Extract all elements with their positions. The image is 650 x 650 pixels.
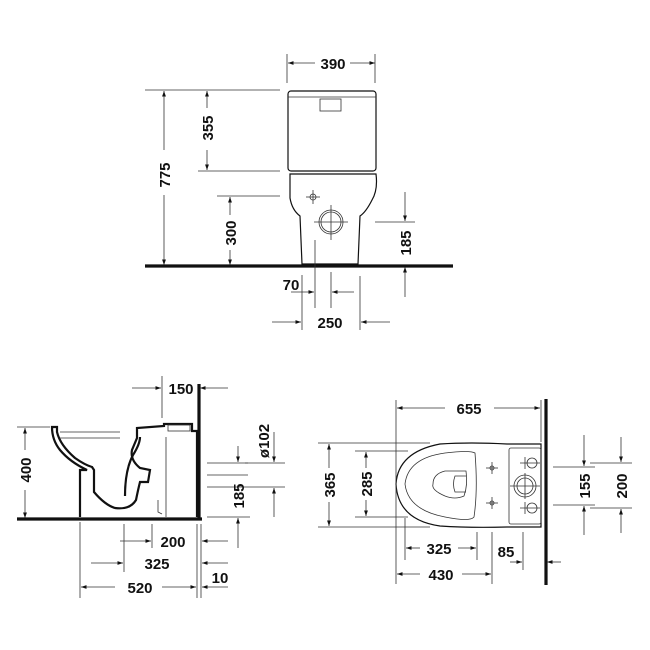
dim-10: 10 bbox=[212, 570, 229, 587]
bowl-top-outline bbox=[395, 442, 542, 528]
bowl-side-outline bbox=[50, 422, 199, 517]
cistern-top-outline bbox=[508, 447, 542, 525]
bowl-front-outline bbox=[289, 173, 378, 265]
fixing-crosshair-icon bbox=[306, 190, 320, 204]
dim-300: 300 bbox=[223, 220, 240, 245]
dim-200-top: 200 bbox=[614, 473, 631, 498]
inlet-circle-icon bbox=[520, 457, 540, 514]
front-view: 390 775 355 300 185 70 250 bbox=[145, 54, 453, 332]
bowl-opening bbox=[432, 470, 468, 499]
dim-520: 520 bbox=[127, 580, 152, 597]
dim-325-side: 325 bbox=[144, 556, 169, 573]
dim-775: 775 bbox=[157, 162, 174, 187]
outlet-circle-icon bbox=[314, 205, 348, 240]
top-view: 655 365 285 155 200 325 bbox=[318, 399, 632, 585]
dim-200-side: 200 bbox=[160, 534, 185, 551]
outlet-circle-icon bbox=[510, 473, 540, 499]
dim-185-side: 185 bbox=[231, 483, 248, 508]
trap-line bbox=[123, 436, 142, 497]
dim-150: 150 bbox=[168, 381, 193, 398]
dim-400: 400 bbox=[18, 457, 35, 482]
flush-button-icon bbox=[319, 98, 342, 112]
dim-d102: ø102 bbox=[256, 424, 273, 458]
dim-355: 355 bbox=[200, 115, 217, 140]
dim-655: 655 bbox=[456, 401, 481, 418]
dim-390: 390 bbox=[320, 56, 345, 73]
dim-155: 155 bbox=[577, 473, 594, 498]
dim-430: 430 bbox=[428, 567, 453, 584]
dim-365: 365 bbox=[322, 472, 339, 497]
dim-185-front: 185 bbox=[398, 230, 415, 255]
fixing-crosshair-icon bbox=[486, 462, 498, 509]
cistern-outline bbox=[287, 90, 377, 172]
side-view: 150 400 ø102 185 200 325 bbox=[17, 376, 285, 598]
dim-70: 70 bbox=[283, 277, 300, 294]
dim-85: 85 bbox=[498, 544, 515, 561]
water-inlet-icon bbox=[157, 500, 163, 515]
dim-250: 250 bbox=[317, 315, 342, 332]
dim-325-top: 325 bbox=[426, 541, 451, 558]
seat-outline bbox=[404, 451, 477, 520]
dim-285: 285 bbox=[359, 471, 376, 496]
